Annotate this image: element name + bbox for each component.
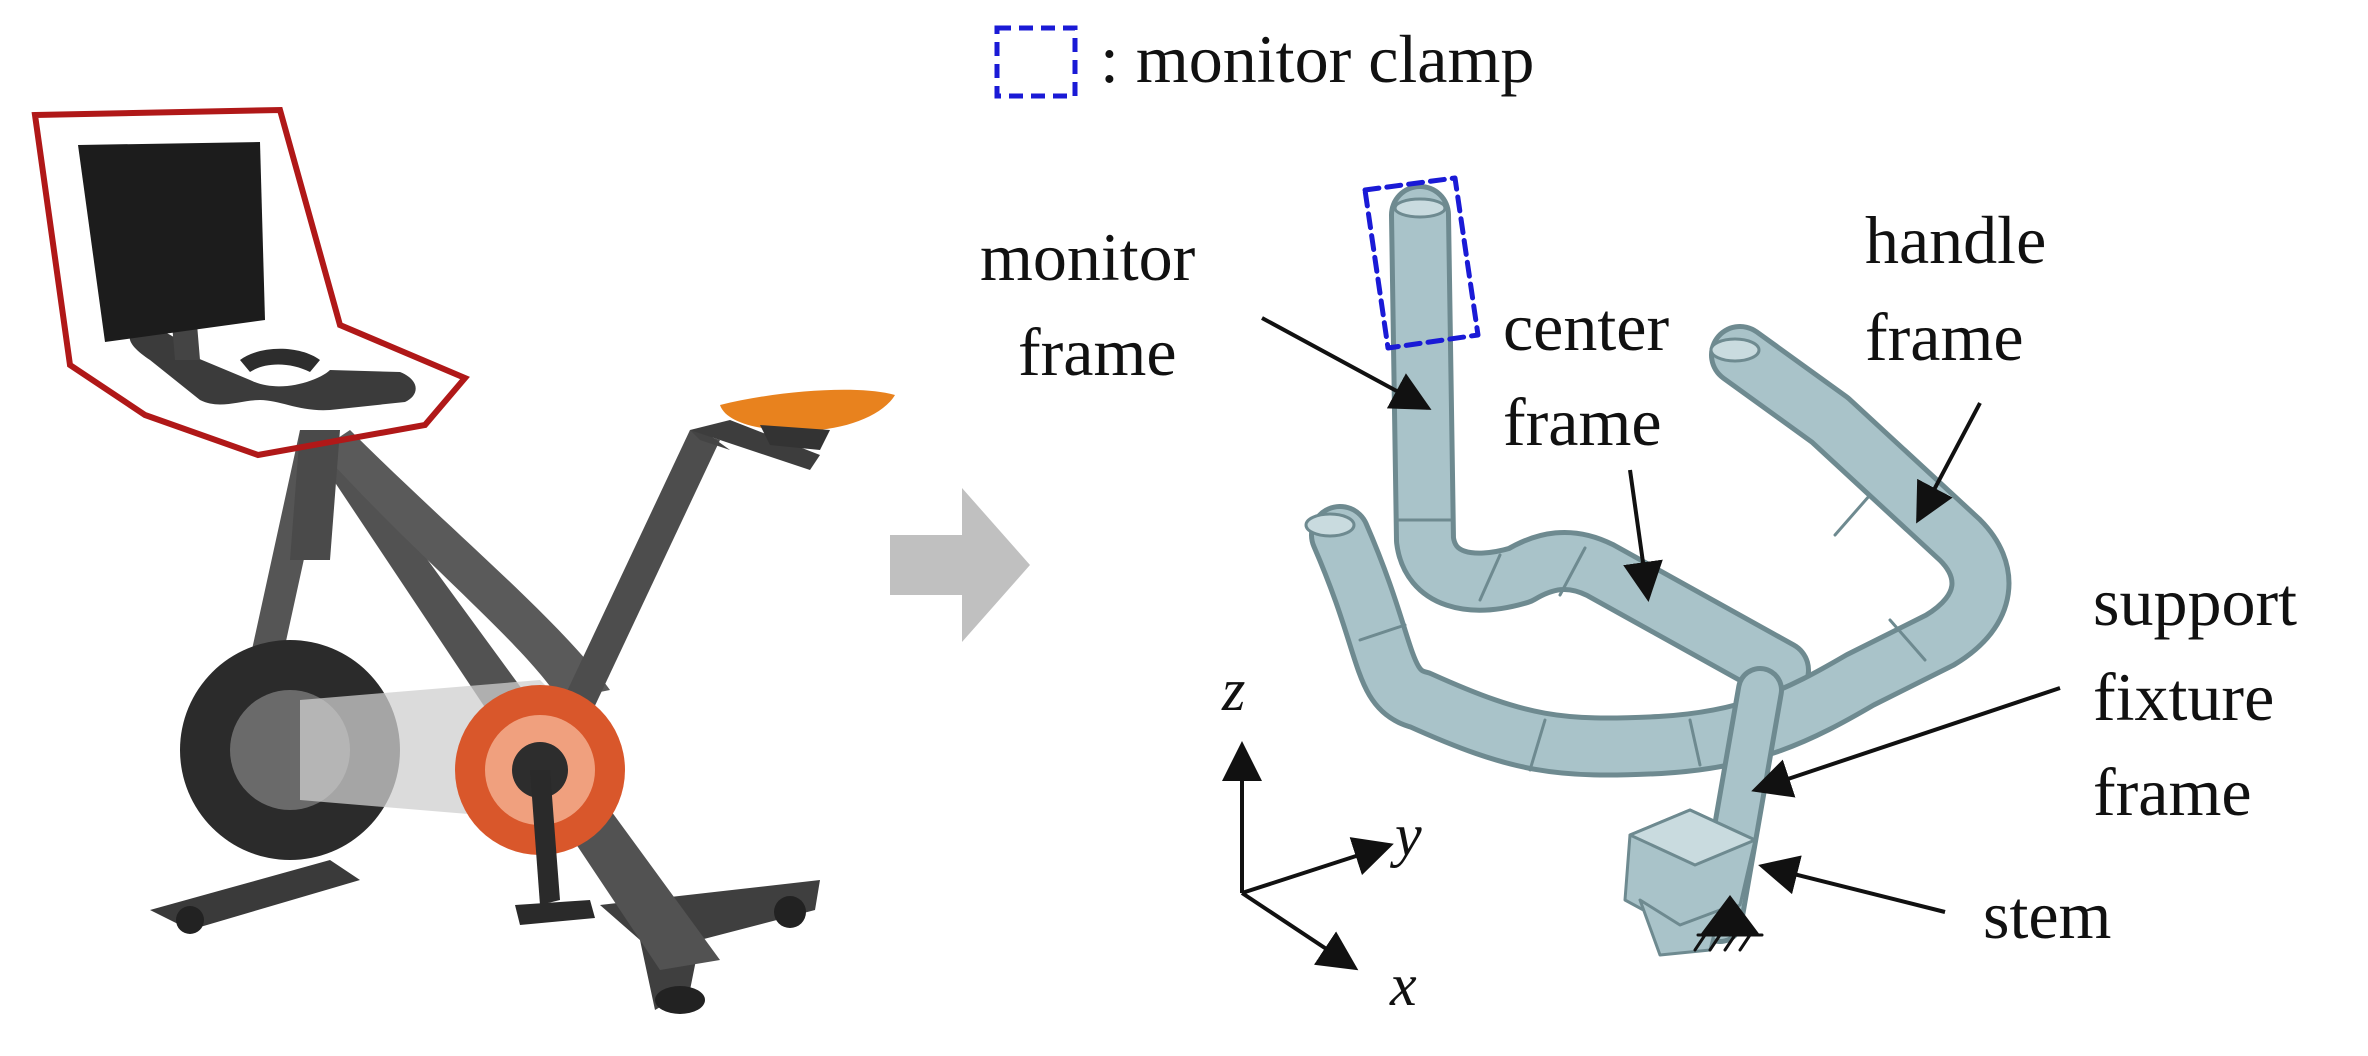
bike-pedal xyxy=(515,900,595,925)
label-support-fixture-frame-2: fixture xyxy=(2093,659,2274,735)
legend-text: : monitor clamp xyxy=(1100,21,1534,97)
arrow-stem xyxy=(1758,855,1946,914)
bike-seat xyxy=(720,389,895,431)
arrow-center-frame xyxy=(1623,469,1663,602)
label-handle-frame-2: frame xyxy=(1865,299,2024,375)
labels: monitor frame center frame handle frame … xyxy=(980,202,2297,953)
bike-front-foot-cap xyxy=(655,986,705,1014)
axis-y xyxy=(1241,837,1394,895)
bike-illustration xyxy=(31,106,895,1014)
label-handle-frame-1: handle xyxy=(1865,202,2046,278)
bike-front-foot-pad xyxy=(774,896,806,928)
tube-joint-rings xyxy=(1358,493,1927,772)
bike-seat-rail xyxy=(760,425,830,450)
fixed-support xyxy=(1693,895,1764,952)
axis-x xyxy=(1240,891,1359,971)
bike-handlebar xyxy=(129,328,416,411)
bike-seat-post xyxy=(690,430,730,450)
leader-arrows xyxy=(1261,316,2061,914)
monitor-assembly-highlight xyxy=(31,106,470,459)
label-stem: stem xyxy=(1983,877,2111,953)
bike-rear-foot xyxy=(150,860,360,930)
stem-block xyxy=(1623,808,1757,957)
transform-arrow xyxy=(890,488,1030,642)
axis-y-label: y xyxy=(1389,802,1422,868)
label-support-fixture-frame-3: frame xyxy=(2093,754,2252,830)
label-center-frame-1: center xyxy=(1503,289,1669,365)
arrow-handle-frame xyxy=(1916,402,1982,524)
frame-model xyxy=(1304,175,2012,957)
bike-crank-arm xyxy=(530,770,560,905)
coordinate-axes xyxy=(1222,741,1394,971)
center-frame-tube xyxy=(1304,324,2012,778)
bike-top-tube xyxy=(320,430,610,700)
axis-z-label: z xyxy=(1221,657,1245,723)
monitor-clamp-box xyxy=(1362,175,1481,351)
label-monitor-frame-2: frame xyxy=(1018,314,1177,390)
bike-seat-mount xyxy=(690,420,820,470)
bike-handlebar-grip xyxy=(240,348,320,372)
bike-rear-foot-pad xyxy=(176,906,204,934)
legend: : monitor clamp xyxy=(994,21,1534,99)
axis-x-label: x xyxy=(1389,952,1417,1018)
arrow-monitor-frame xyxy=(1261,316,1432,410)
label-monitor-frame-1: monitor xyxy=(980,219,1196,295)
bike-monitor xyxy=(78,142,265,342)
bike-stem-post xyxy=(290,430,340,560)
label-center-frame-2: frame xyxy=(1503,384,1662,460)
label-support-fixture-frame-1: support xyxy=(2093,564,2297,640)
bike-seat-tube xyxy=(530,430,720,780)
legend-dashed-square-icon xyxy=(994,25,1078,99)
arrow-support-fixture-frame xyxy=(1751,686,2061,798)
